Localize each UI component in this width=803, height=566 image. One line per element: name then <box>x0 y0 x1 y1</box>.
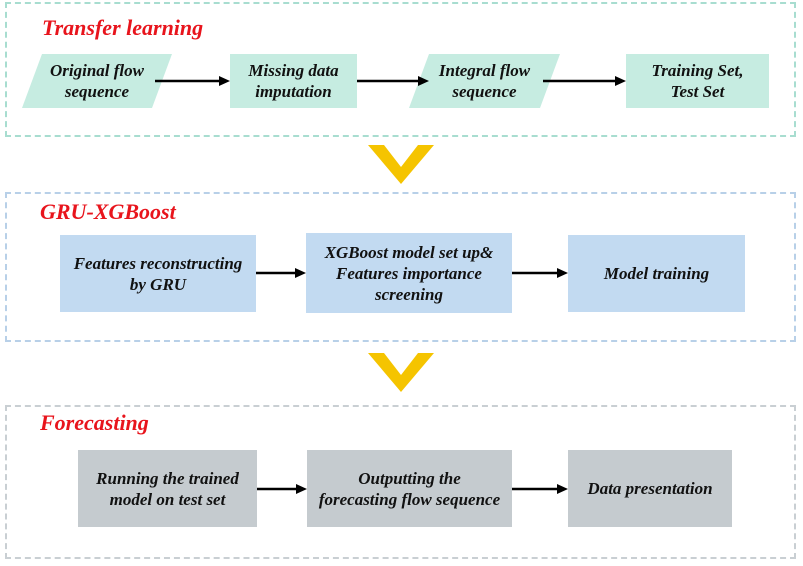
arrow-integral-to-training <box>543 76 626 86</box>
chevron-down-icon <box>368 145 434 184</box>
step-label-line: Test Set <box>670 82 725 101</box>
transfer-learning-panel <box>5 2 796 137</box>
transfer-learning-title: Transfer learning <box>42 15 204 40</box>
step-label-line: sequence <box>452 82 517 101</box>
training-test-set-step: Training Set, Test Set <box>626 54 769 108</box>
outputting-forecast-step: Outputting the forecasting flow sequence <box>307 450 512 527</box>
forecasting-panel <box>5 405 796 559</box>
chevron-down-icon <box>368 353 434 392</box>
step-label-line: Data presentation <box>587 479 713 498</box>
step-label-line: Features importance <box>336 263 482 283</box>
step-label-line: screening <box>374 284 443 304</box>
arrow-running-to-outputting <box>257 484 307 494</box>
forecasting-title: Forecasting <box>40 410 149 435</box>
model-training-step: Model training <box>568 235 745 312</box>
running-trained-model-step: Running the trained model on test set <box>78 450 257 527</box>
step-label-line: sequence <box>64 82 130 101</box>
step-label-line: Missing data <box>248 61 339 80</box>
original-flow-sequence-step: Original flow sequence <box>22 54 172 108</box>
step-label-line: Integral flow <box>438 61 531 80</box>
gru-xgboost-panel <box>5 192 796 342</box>
missing-data-imputation-step: Missing data imputation <box>230 54 357 108</box>
integral-flow-sequence-step: Integral flow sequence <box>409 54 560 108</box>
step-label-line: Model training <box>603 264 710 283</box>
arrow-missing-to-integral <box>357 76 429 86</box>
step-label-line: Training Set, <box>651 61 744 80</box>
step-label-line: Features reconstructing <box>73 253 243 273</box>
step-label-line: by GRU <box>129 274 187 294</box>
gru-xgboost-title: GRU-XGBoost <box>40 199 176 224</box>
step-label-line: Original flow <box>50 61 144 80</box>
step-label-line: model on test set <box>109 489 226 509</box>
step-label-line: Outputting the <box>358 468 461 488</box>
step-label-line: imputation <box>255 82 332 101</box>
xgboost-setup-step: XGBoost model set up& Features importanc… <box>306 233 512 313</box>
features-reconstructing-step: Features reconstructing by GRU <box>60 235 256 312</box>
arrow-gru-to-xgboost <box>256 268 306 278</box>
step-label-line: forecasting flow sequence <box>318 489 501 509</box>
arrow-outputting-to-presentation <box>512 484 568 494</box>
original-flow-sequence-shape <box>22 54 172 108</box>
data-presentation-step: Data presentation <box>568 450 732 527</box>
step-label-line: XGBoost model set up& <box>324 242 494 262</box>
arrow-original-to-missing <box>155 76 230 86</box>
step-label-line: Running the trained <box>96 468 239 488</box>
integral-flow-sequence-shape <box>409 54 560 108</box>
arrow-xgboost-to-training <box>512 268 568 278</box>
